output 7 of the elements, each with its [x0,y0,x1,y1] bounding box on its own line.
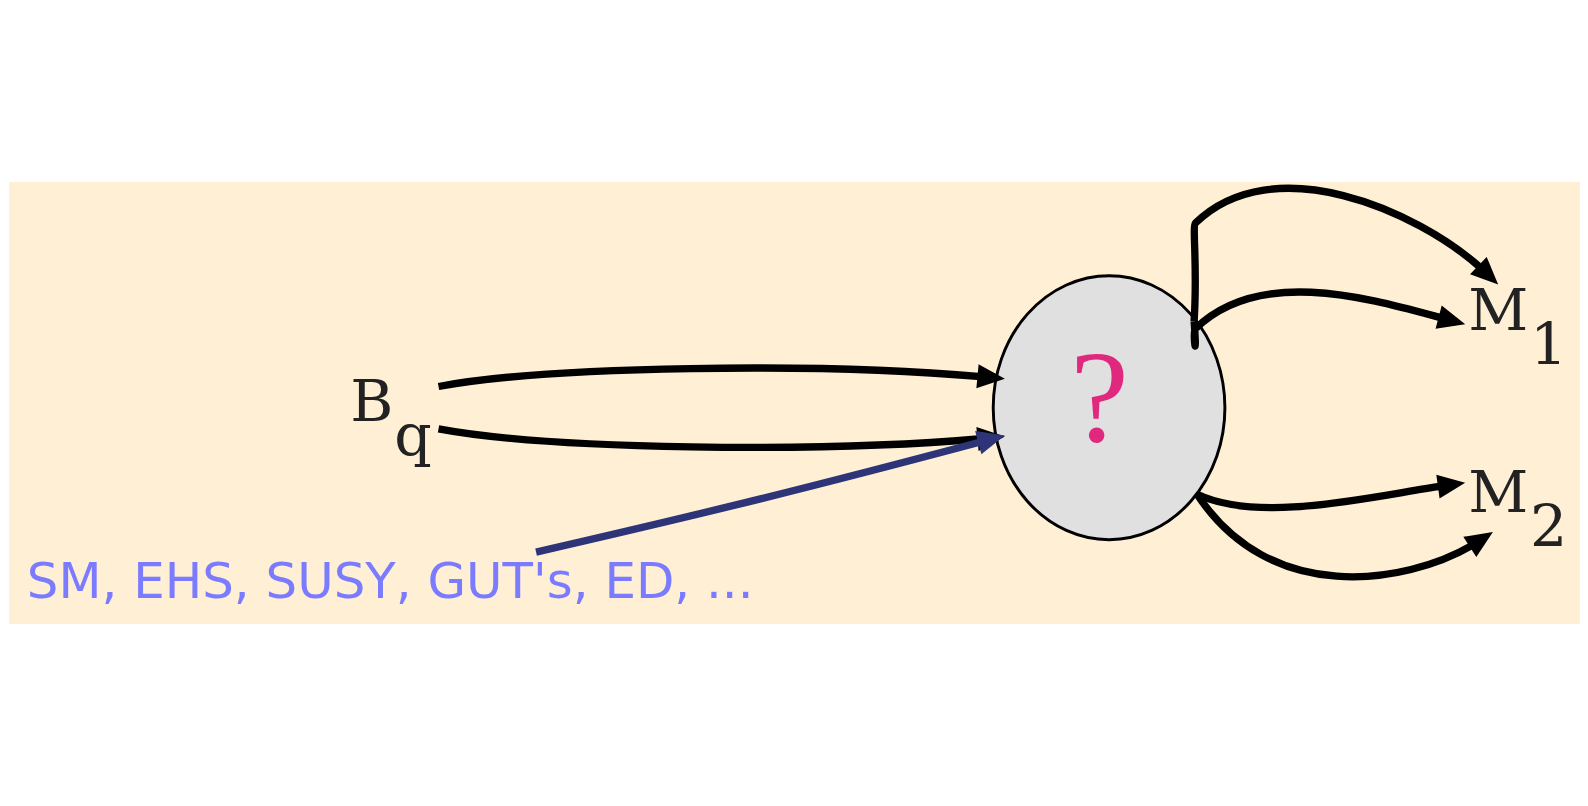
node-text: SM, EHS, SUSY, GUT's, ED, ... [26,551,754,610]
arrow [437,364,1005,391]
arrow [1189,184,1498,322]
arrow [534,430,1005,556]
node-ellipse: ? [991,274,1226,542]
arrow [1195,474,1465,512]
arrow [1189,288,1465,347]
